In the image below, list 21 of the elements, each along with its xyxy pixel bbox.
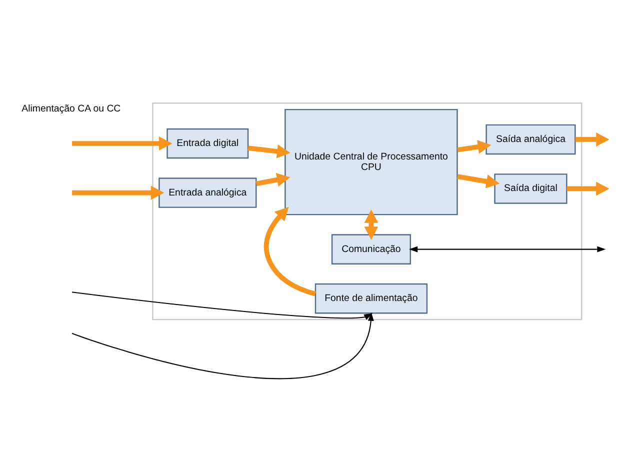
node-box: Saída analógica <box>486 124 576 155</box>
node-box: Entrada analógica <box>158 178 257 208</box>
arrow <box>72 186 164 200</box>
arrow <box>364 210 378 240</box>
arrow <box>72 136 172 150</box>
arrow <box>72 312 374 379</box>
arrow <box>566 182 609 196</box>
arrow <box>457 174 500 188</box>
arrow <box>409 246 606 252</box>
arrow <box>72 292 374 322</box>
arrow <box>457 140 492 154</box>
arrow <box>248 144 290 158</box>
arrow <box>264 207 316 296</box>
node-box: Unidade Central de Processamento CPU <box>284 108 458 216</box>
node-box: Comunicação <box>331 234 411 264</box>
arrow <box>575 132 609 146</box>
label: Alimentação CA ou CC <box>22 103 121 114</box>
node-box: Saída digital <box>494 174 568 204</box>
node-box: Fonte de alimentação <box>314 283 428 314</box>
arrow <box>256 172 290 187</box>
node-box: Entrada digital <box>166 128 249 159</box>
